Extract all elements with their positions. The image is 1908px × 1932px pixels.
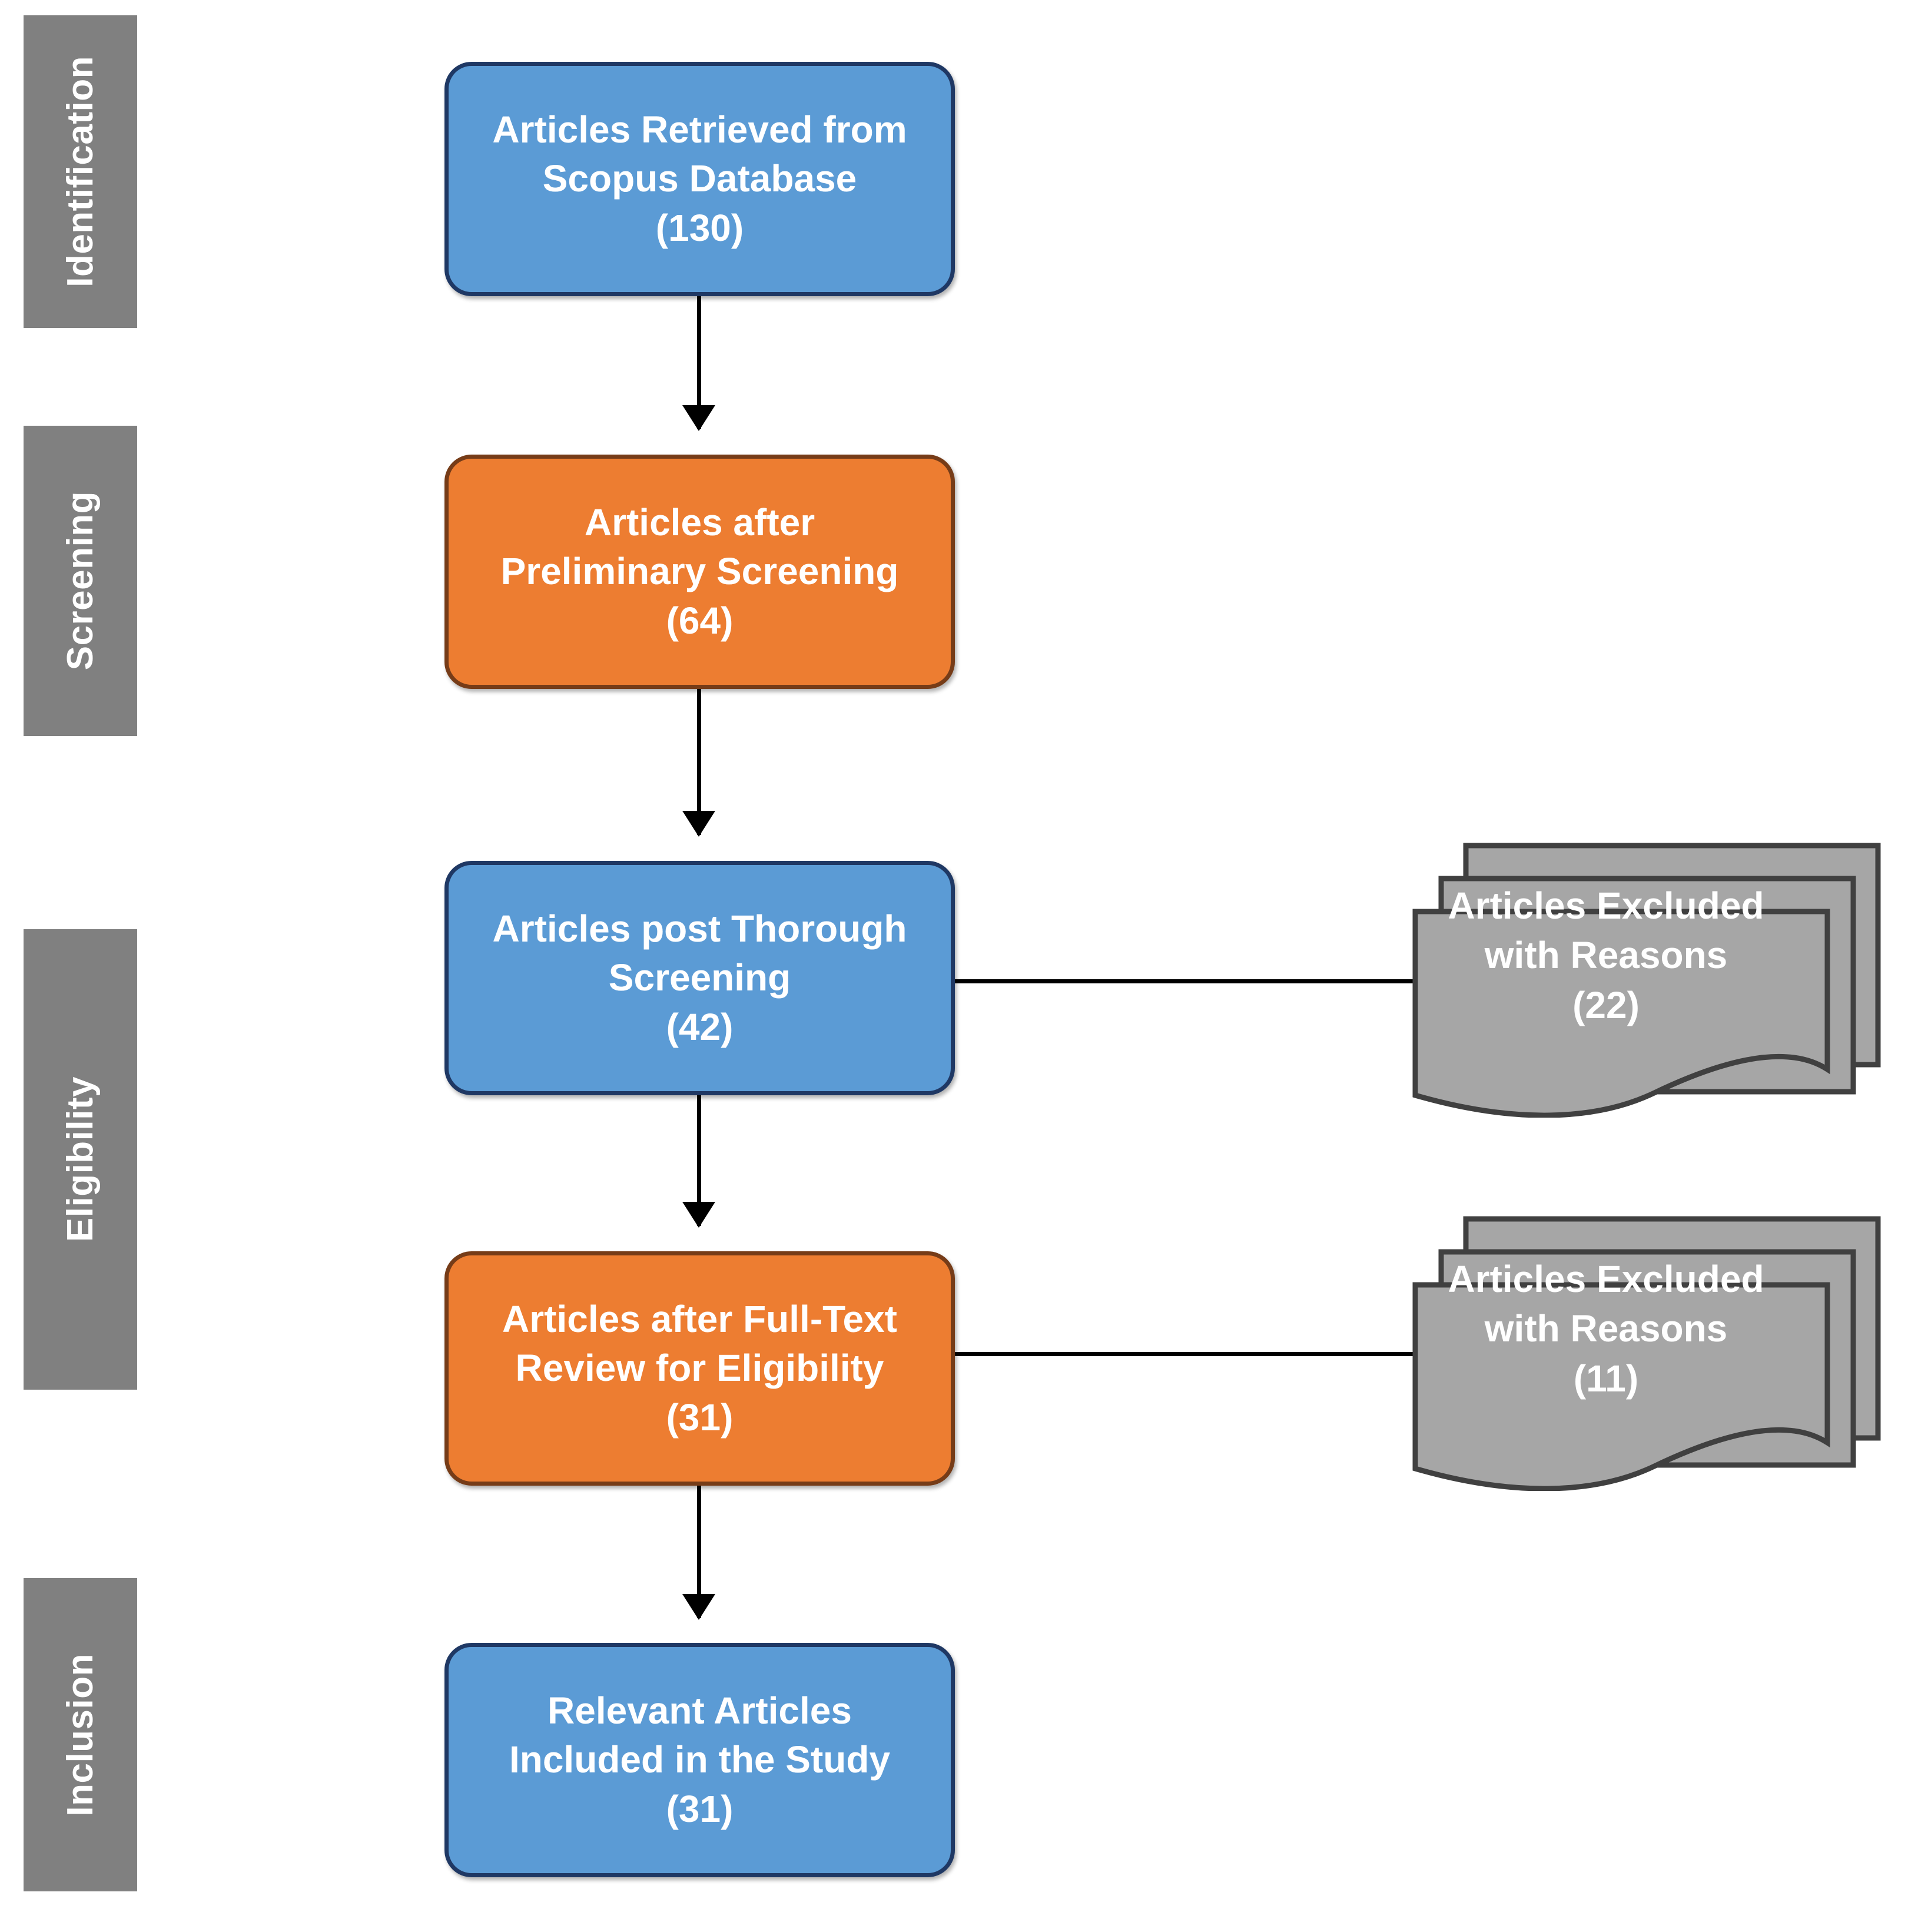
doc-line-2: with Reasons xyxy=(1484,1307,1728,1350)
stage-bar-identification: Identification xyxy=(24,15,137,328)
box-line-1: Articles after Full-Text xyxy=(502,1298,897,1341)
arrow-fulltext-to-excluded-2 xyxy=(955,1337,1442,1370)
process-box-articles-after-preliminary-screening: Articles after Preliminary Screening (64… xyxy=(444,455,955,689)
arrow-screening-to-thorough xyxy=(682,689,715,837)
arrow-thorough-to-excluded-1 xyxy=(955,965,1442,998)
box-line-2: Screening xyxy=(608,956,791,999)
box-line-2: Preliminary Screening xyxy=(500,550,899,593)
box-line-2: Included in the Study xyxy=(509,1738,891,1781)
process-box-articles-retrieved: Articles Retrieved from Scopus Database … xyxy=(444,62,955,296)
multi-document-icon xyxy=(1412,843,1881,1118)
stage-label-screening: Screening xyxy=(59,491,101,671)
arrow-identification-to-screening xyxy=(682,296,715,431)
doc-line-1: Articles Excluded xyxy=(1448,1258,1764,1300)
arrow-down-icon xyxy=(682,1202,715,1228)
multi-document-icon xyxy=(1412,1216,1881,1491)
multi-document-text: Articles Excluded with Reasons (11) xyxy=(1418,1254,1794,1403)
multi-document-text: Articles Excluded with Reasons (22) xyxy=(1418,881,1794,1030)
stage-bar-inclusion: Inclusion xyxy=(24,1578,137,1891)
box-line-1: Relevant Articles xyxy=(547,1689,852,1732)
arrow-fulltext-to-included xyxy=(682,1486,715,1620)
box-line-2: Scopus Database xyxy=(542,157,857,200)
multi-document-articles-excluded-22: Articles Excluded with Reasons (22) xyxy=(1407,829,1884,1118)
box-count: (64) xyxy=(666,599,734,642)
doc-count: (11) xyxy=(1573,1357,1639,1400)
stage-label-identification: Identification xyxy=(59,56,101,287)
box-line-2: Review for Eligibility xyxy=(515,1347,884,1390)
multi-document-articles-excluded-11: Articles Excluded with Reasons (11) xyxy=(1407,1202,1884,1491)
arrow-down-icon xyxy=(682,811,715,837)
box-count: (31) xyxy=(666,1396,734,1439)
stage-label-inclusion: Inclusion xyxy=(59,1653,101,1817)
arrow-down-icon xyxy=(682,405,715,431)
doc-line-1: Articles Excluded xyxy=(1448,884,1764,927)
box-count: (31) xyxy=(666,1787,734,1830)
stage-label-eligibility: Eligibility xyxy=(59,1076,101,1242)
box-count: (130) xyxy=(655,206,744,249)
doc-line-2: with Reasons xyxy=(1484,934,1728,977)
box-line-1: Articles Retrieved from xyxy=(492,108,907,151)
arrow-down-icon xyxy=(682,1594,715,1620)
arrow-thorough-to-fulltext xyxy=(682,1095,715,1228)
stage-bar-screening: Screening xyxy=(24,426,137,736)
box-line-1: Articles post Thorough xyxy=(492,907,907,950)
stage-bar-eligibility: Eligibility xyxy=(24,929,137,1390)
box-count: (42) xyxy=(666,1005,734,1048)
box-line-1: Articles after xyxy=(584,501,815,544)
process-box-relevant-articles-included: Relevant Articles Included in the Study … xyxy=(444,1643,955,1877)
process-box-articles-post-thorough-screening: Articles post Thorough Screening (42) xyxy=(444,861,955,1095)
doc-count: (22) xyxy=(1572,983,1640,1026)
process-box-articles-after-full-text-review: Articles after Full-Text Review for Elig… xyxy=(444,1251,955,1486)
